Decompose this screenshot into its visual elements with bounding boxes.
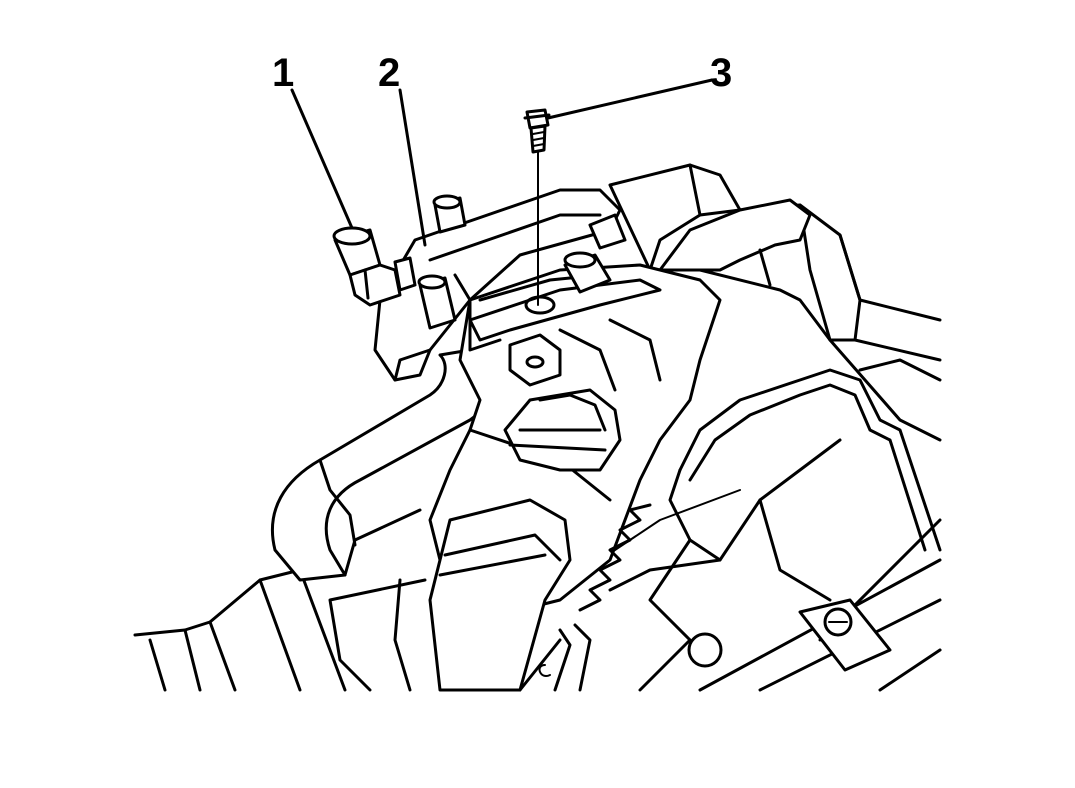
coil-spring	[538, 503, 652, 692]
right-trim-loop	[658, 198, 812, 287]
bolt	[523, 108, 551, 154]
shaft-boot	[503, 388, 622, 472]
callout-2: 2	[378, 51, 400, 95]
callout-3: 3	[710, 51, 732, 95]
lower-shaft	[328, 498, 572, 692]
leader-line-1	[290, 88, 354, 230]
bracket-posts	[417, 194, 627, 330]
leader-lines	[290, 78, 714, 247]
callout-1: 1	[272, 51, 294, 95]
sensor-connector	[332, 226, 417, 307]
mounting-bracket	[373, 188, 622, 382]
round-clip	[687, 632, 723, 668]
nut-bracket	[798, 598, 892, 672]
bracket-plate	[468, 278, 662, 387]
leader-line-2	[398, 88, 427, 247]
wire-harness	[599, 368, 942, 642]
leader-line-3	[546, 78, 714, 120]
